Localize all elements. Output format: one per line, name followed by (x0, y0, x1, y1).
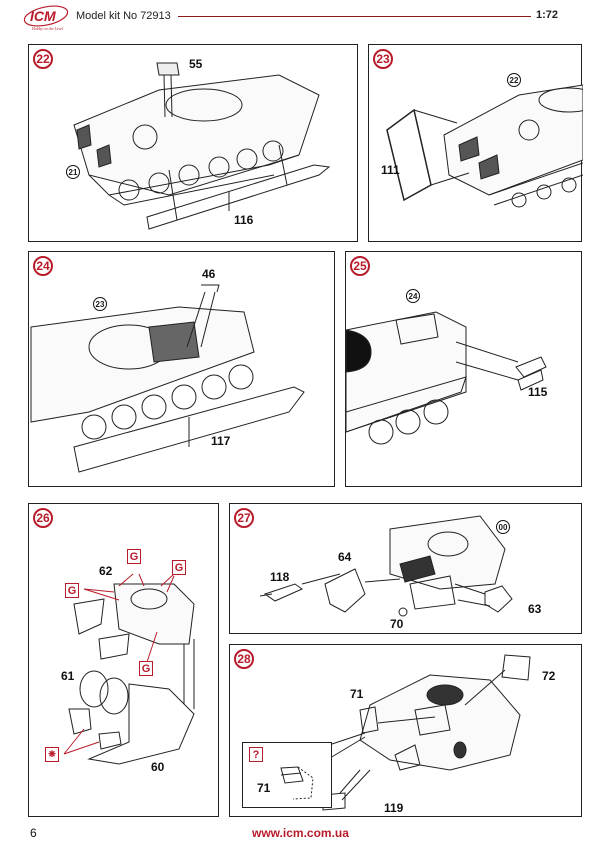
step-reference: 21 (66, 165, 80, 179)
step-28-panel: 28 71 72 119 ? 71 (229, 644, 582, 817)
part-number: 62 (99, 564, 113, 578)
tank-rear-illustration (386, 84, 583, 208)
part-number: 61 (61, 669, 75, 683)
step-23-panel: 23 22 111 (368, 44, 583, 242)
glue-mark: G (172, 560, 186, 575)
gun-mantlet-illustration (259, 515, 513, 617)
svg-text:ICM: ICM (30, 8, 56, 24)
tank-hull-illustration (73, 62, 331, 230)
step-number: 24 (33, 256, 53, 276)
step-number: 23 (373, 49, 393, 69)
icm-logo: ICM Hobby on the Level (22, 2, 70, 32)
website-link[interactable]: www.icm.com.ua (252, 826, 349, 840)
part-number: 71 (350, 687, 364, 701)
kit-number-label: Model kit No 72913 (76, 10, 171, 22)
part-number: 46 (202, 267, 216, 281)
question-marker: ? (249, 747, 263, 762)
scale-label: 1:72 (536, 9, 559, 21)
turret-assembly-illustration (63, 573, 195, 765)
part-number: 70 (390, 617, 404, 631)
part-number: 111 (381, 163, 400, 177)
step-reference: 23 (93, 297, 107, 311)
glue-mark: G (65, 583, 79, 598)
step-number: 26 (33, 508, 53, 528)
part-number: 64 (338, 550, 352, 564)
step-reference: 24 (406, 289, 420, 303)
step-26-panel: 26 62 G G G G 61 ❋ 60 (28, 503, 219, 817)
glue-mark: G (139, 661, 153, 676)
page-number: 6 (30, 826, 37, 840)
part-number: 71 (257, 781, 271, 795)
step-27-panel: 27 00 118 64 70 63 (229, 503, 582, 634)
part-number: 118 (270, 570, 290, 584)
step-number: 22 (33, 49, 53, 69)
part-number: 72 (542, 669, 556, 683)
glue-mark: G (127, 549, 141, 564)
step-22-panel: 22 55 116 21 (28, 44, 358, 242)
step-number: 28 (234, 649, 254, 669)
step-reference: 22 (507, 73, 521, 87)
part-number: 115 (528, 385, 548, 399)
step-24-panel: 24 46 23 117 (28, 251, 335, 487)
header-divider (178, 16, 531, 17)
glue-warning-icon: ❋ (45, 747, 59, 762)
part-number: 60 (151, 760, 165, 774)
svg-text:Hobby on the Level: Hobby on the Level (31, 26, 64, 31)
part-number: 55 (189, 57, 203, 71)
tank-rear-side-illustration (346, 311, 547, 445)
step-25-panel: 25 24 115 (345, 251, 582, 487)
detail-inset: ? 71 (242, 742, 332, 808)
part-number: 116 (234, 213, 254, 227)
step-number: 27 (234, 508, 254, 528)
turret-illustration (319, 654, 531, 811)
part-71-detail (280, 766, 314, 800)
part-number: 63 (528, 602, 542, 616)
tank-side-illustration (30, 284, 305, 473)
step-number: 25 (350, 256, 370, 276)
step-reference: 00 (496, 520, 510, 534)
part-number: 117 (211, 434, 231, 448)
part-number: 119 (384, 801, 404, 815)
